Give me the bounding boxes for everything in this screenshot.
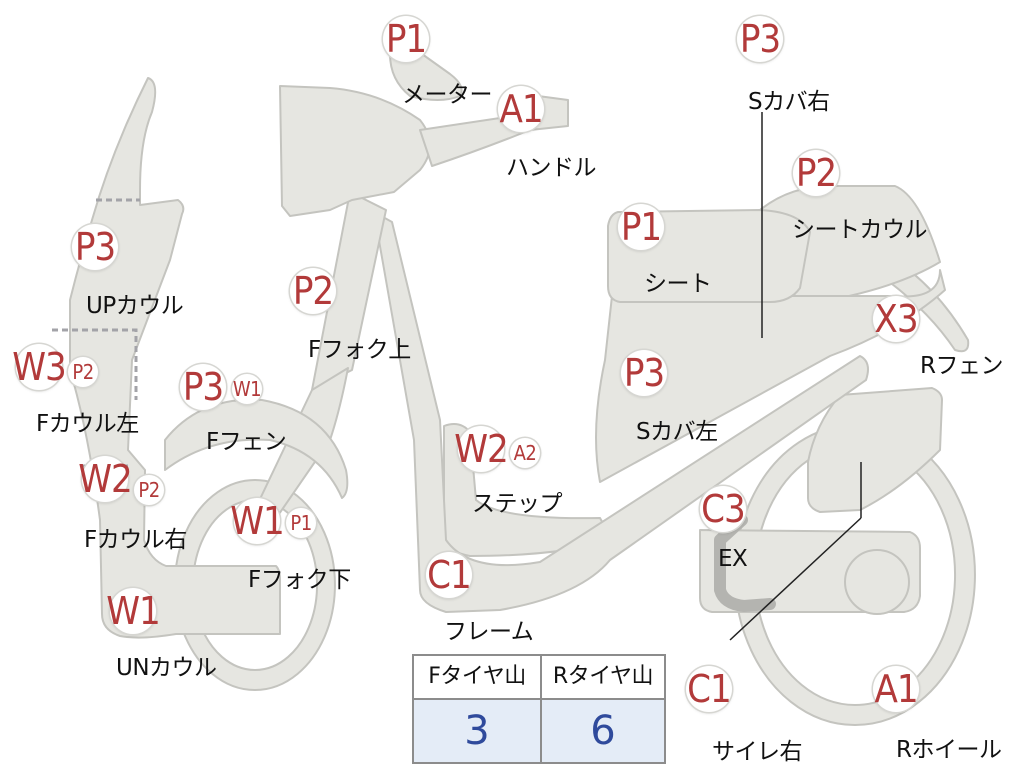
tire-tread-table: Fタイヤ山 Rタイヤ山 3 6: [412, 654, 666, 764]
part-label-side-cover-left: Sカバ左: [636, 419, 718, 445]
code-badge-side-cover-left: P3: [621, 350, 667, 396]
rear-hub-shape: [844, 549, 910, 615]
tire-table-header-front: Fタイヤ山: [414, 656, 540, 698]
tire-table-header-rear: Rタイヤ山: [542, 656, 664, 698]
part-label-front-cowl-right: Fカウル右: [84, 527, 187, 553]
headlight-shape: [279, 85, 431, 217]
part-label-up-cowl: UPカウル: [86, 293, 184, 319]
tire-table-divider-vertical: [540, 656, 542, 762]
tire-table-divider-horizontal: [414, 698, 664, 700]
part-label-front-cowl-left: Fカウル左: [36, 411, 139, 437]
code-badge-front-fork-upper: P2: [290, 268, 336, 314]
code-badge-front-fender: P3: [180, 364, 226, 410]
code-badge-rear-fender: X3: [873, 296, 919, 342]
code-badge-front-fork-lower: W1: [230, 498, 285, 544]
part-label-front-fork-lower: Fフォク下: [248, 567, 351, 593]
part-label-handlebar: ハンドル: [506, 155, 597, 181]
part-label-seat: シート: [644, 271, 712, 297]
code-badge-under-cowl: W1: [106, 588, 161, 634]
part-label-exhaust: EX: [718, 546, 748, 572]
code-badge-exhaust: C3: [700, 486, 746, 532]
part-label-meter: メーター: [402, 82, 493, 108]
part-label-seat-cowl: シートカウル: [792, 217, 928, 243]
leader-line-silencer-right: [729, 517, 862, 641]
code-badge-frame: C1: [426, 552, 472, 598]
code-badge-seat: P1: [618, 204, 664, 250]
part-label-front-fender: Fフェン: [206, 429, 287, 455]
code-badge-seat-cowl: P2: [793, 150, 839, 196]
tire-table-value-front: 3: [414, 700, 540, 762]
part-label-under-cowl: UNカウル: [116, 655, 217, 681]
rear-shock-shape: [807, 387, 943, 513]
frame-shape: [373, 211, 869, 613]
rear-wheel-shape: [733, 424, 976, 726]
code-badge-front-cowl-left-secondary: P2: [68, 357, 98, 387]
tire-table-value-rear: 6: [542, 700, 664, 762]
code-badge-handlebar: A1: [498, 86, 544, 132]
code-badge-front-fender-secondary: W1: [232, 374, 262, 404]
part-label-frame: フレーム: [444, 619, 534, 645]
code-badge-front-fork-lower-secondary: P1: [286, 508, 316, 538]
code-badge-up-cowl: P3: [72, 224, 118, 270]
part-label-front-fork-upper: Fフォク上: [308, 337, 411, 363]
part-label-rear-fender: Rフェン: [920, 353, 1003, 379]
code-badge-side-cover-right: P3: [737, 16, 783, 62]
cowl-division-middle: [52, 328, 138, 400]
part-label-step: ステップ: [472, 491, 563, 517]
code-badge-front-cowl-right: W2: [78, 456, 133, 502]
code-badge-front-cowl-left: W3: [12, 344, 67, 390]
code-badge-silencer-right: C1: [686, 666, 732, 712]
exhaust-pipe-shape: [714, 514, 776, 612]
part-label-side-cover-right: Sカバ右: [748, 89, 830, 115]
code-badge-step: W2: [454, 426, 509, 472]
part-label-rear-wheel: Rホイール: [896, 737, 1002, 763]
part-label-silencer-right: サイレ右: [712, 739, 803, 765]
front-fork-upper-shape: [311, 191, 387, 391]
code-badge-rear-wheel: A1: [873, 666, 919, 712]
code-badge-step-secondary: A2: [510, 438, 540, 468]
code-badge-front-cowl-right-secondary: P2: [134, 475, 164, 505]
code-badge-meter: P1: [383, 16, 429, 62]
